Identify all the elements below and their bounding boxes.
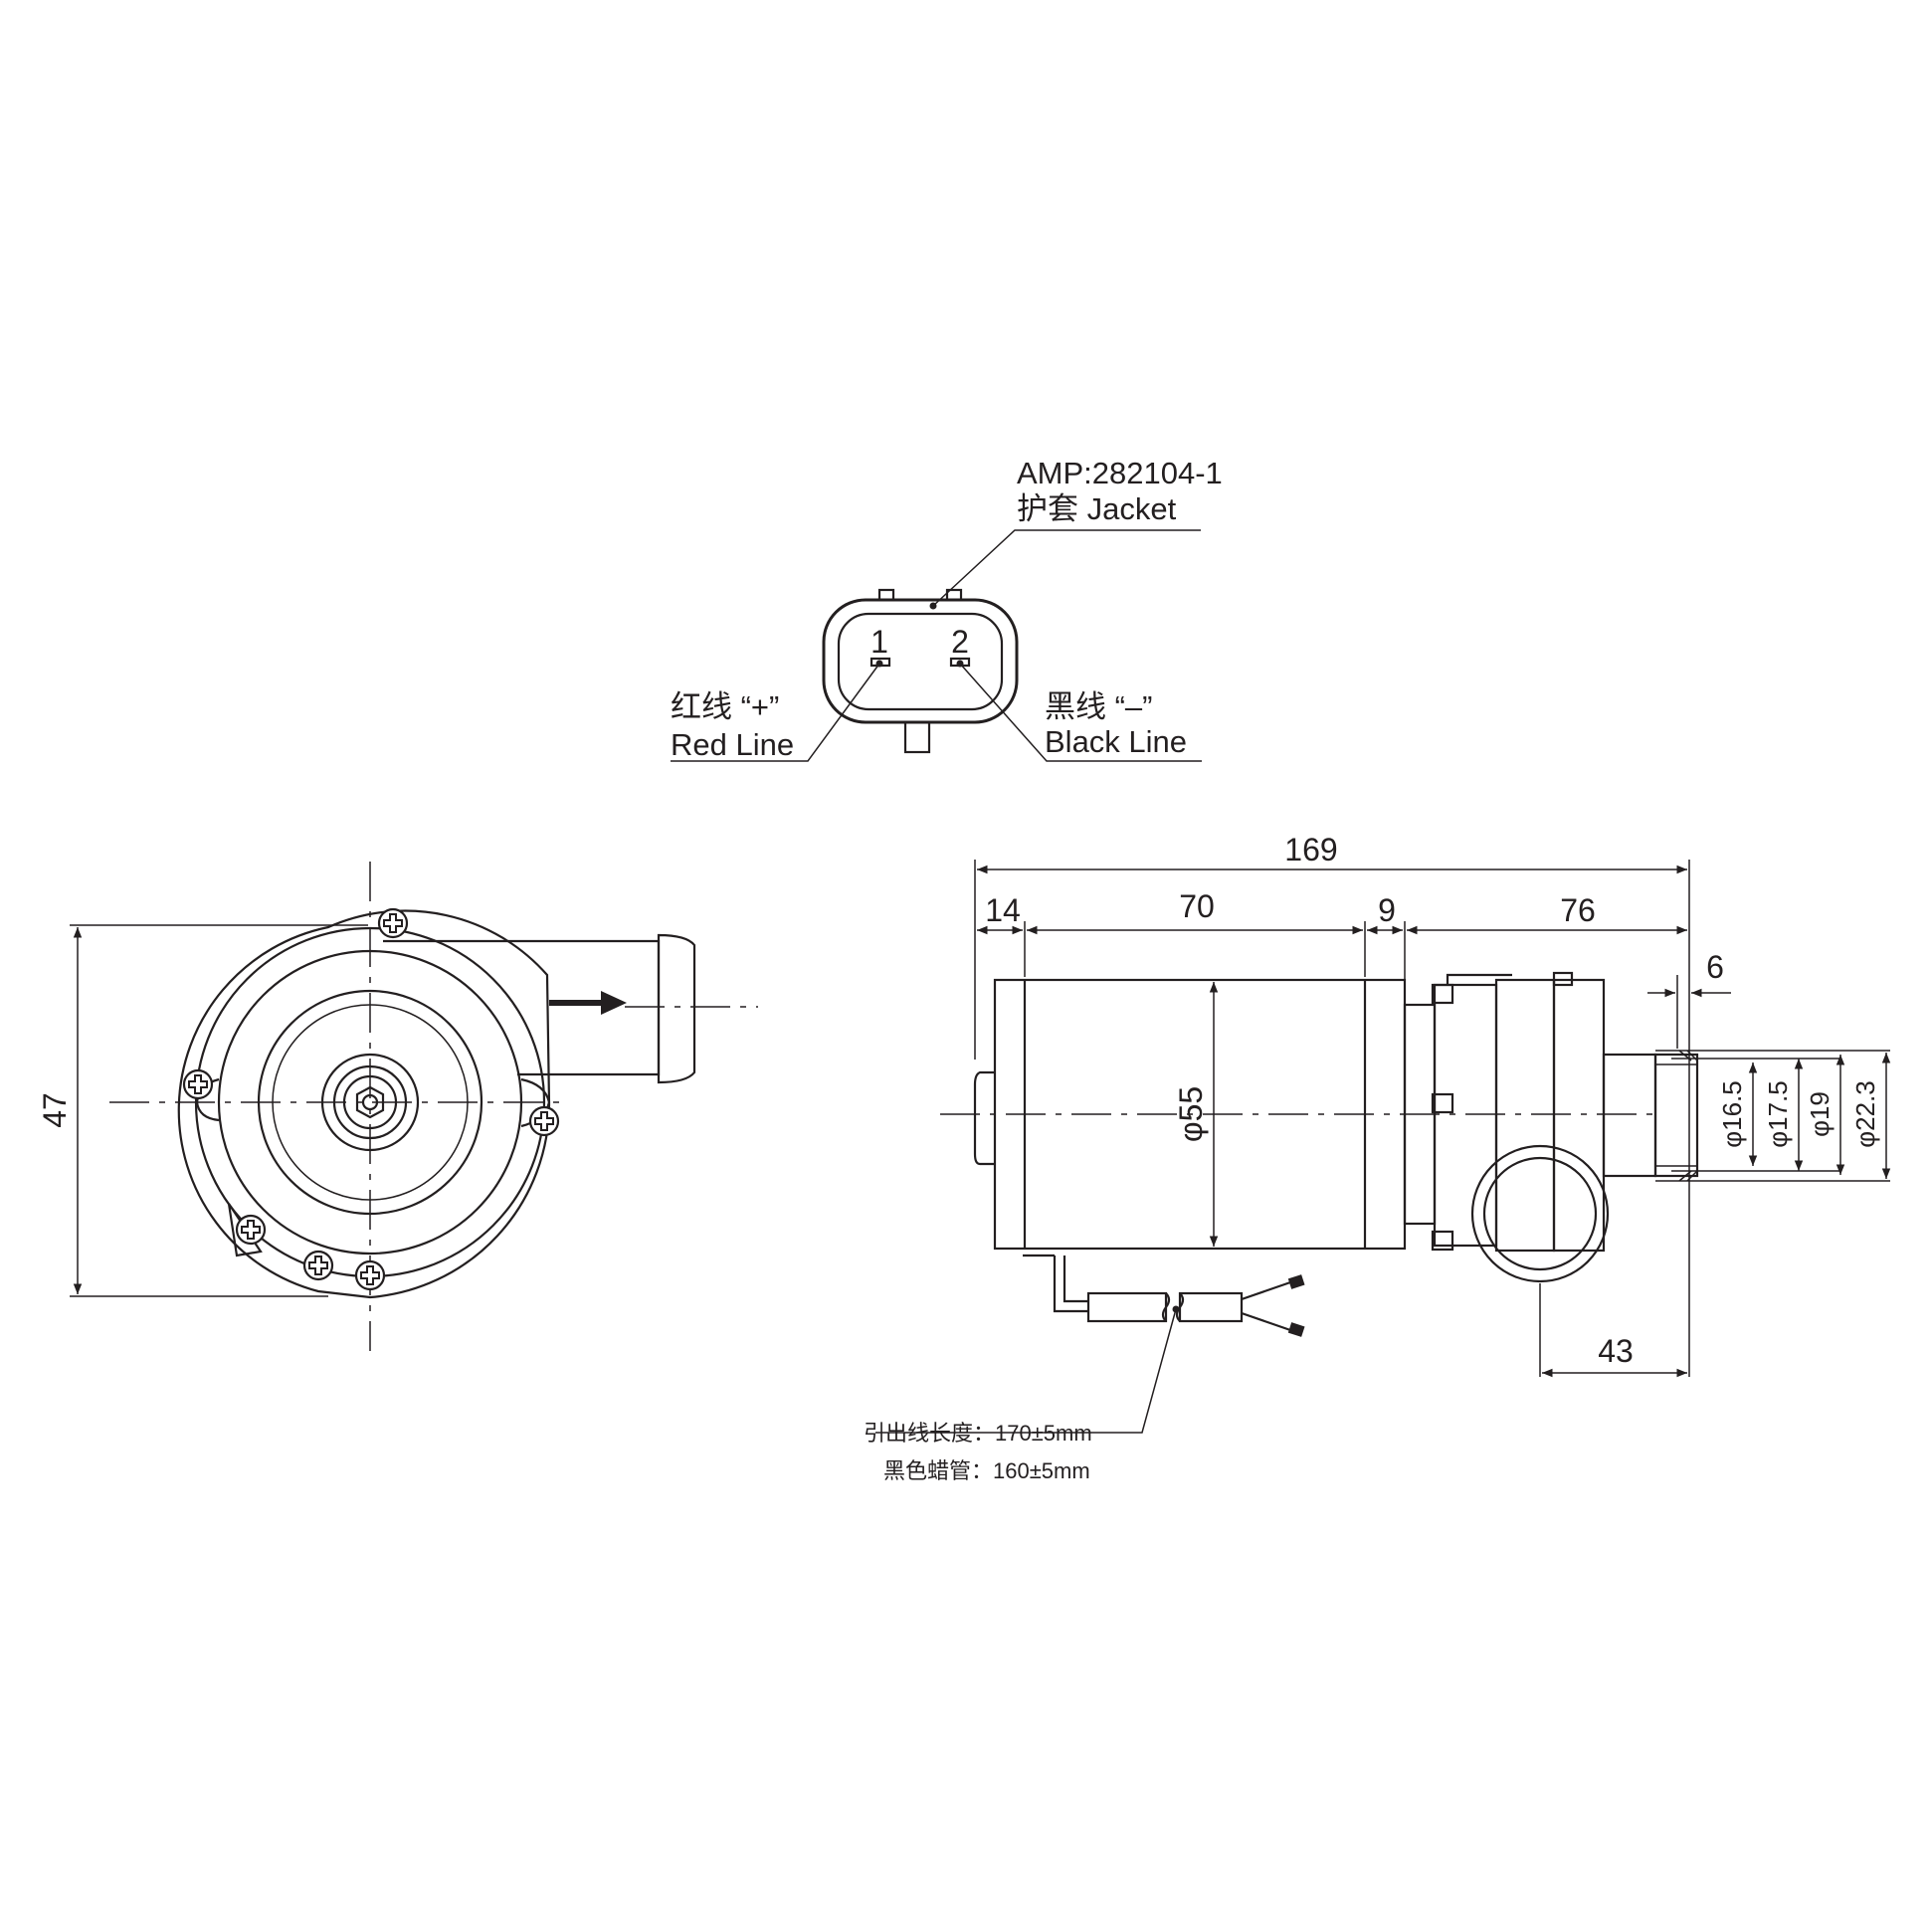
dim-47: 47 [37, 1092, 73, 1128]
screw-icon [302, 1250, 334, 1281]
pump-volute [177, 909, 551, 1299]
dim-6: 6 [1706, 949, 1724, 985]
end-cap-boss [973, 1070, 995, 1166]
inlet-port [1470, 1144, 1610, 1283]
pin-1-label: 1 [870, 624, 888, 660]
black-line-en-label: Black Line [1045, 724, 1187, 759]
sleeve-length-note: 黑色蜡管：160±5mm [883, 1458, 1090, 1483]
dim-9: 9 [1378, 892, 1396, 928]
connector-jacket-inner [837, 612, 1004, 711]
red-line-leader [671, 663, 880, 762]
dim-dia-19: φ19 [1805, 1091, 1835, 1137]
dim-dia-55: φ55 [1173, 1086, 1209, 1142]
jacket-label: 护套 Jacket [1017, 491, 1177, 526]
wire-sleeve [1086, 1291, 1168, 1323]
red-line-cn-label: 红线 “+” [671, 689, 779, 724]
screw-icon [235, 1214, 267, 1246]
screw-icon [528, 1105, 560, 1137]
black-line-leader [959, 663, 1202, 762]
connector-detail: 1 2 AMP:282104-1 护套 Jacket 红线 “+” Red Li… [671, 456, 1223, 762]
dim-76: 76 [1560, 892, 1596, 928]
lead-length-note: 引出线长度：170±5mm [864, 1421, 1092, 1446]
outlet-barb [657, 933, 696, 1084]
pin-2-label: 2 [951, 624, 969, 660]
dim-43: 43 [1598, 1333, 1634, 1369]
black-line-cn-label: 黑线 “–” [1045, 689, 1153, 724]
outlet-pipe-side [1653, 1053, 1699, 1178]
lead-wire-bend [1053, 1256, 1088, 1313]
pump-head [1433, 983, 1498, 1248]
dim-169: 169 [1284, 832, 1337, 868]
shaft-nut [355, 1085, 385, 1119]
screw-icon [377, 907, 409, 939]
dim-14: 14 [985, 892, 1021, 928]
red-line-en-label: Red Line [671, 727, 794, 762]
side-view: 引出线长度：170±5mm 黑色蜡管：160±5mm 169 14 70 9 7… [864, 832, 1891, 1483]
screw-icon [354, 1259, 386, 1291]
dim-dia-22-3: φ22.3 [1850, 1080, 1880, 1147]
dim-dia-16-5: φ16.5 [1717, 1080, 1747, 1147]
flow-direction-arrow-icon [601, 991, 627, 1015]
dim-70: 70 [1179, 888, 1215, 924]
part-number-label: AMP:282104-1 [1017, 456, 1223, 490]
jacket-leader [932, 529, 1201, 607]
connector-latch [903, 720, 931, 754]
wire-note-leader [875, 1308, 1177, 1434]
front-view: 47 [37, 862, 758, 1351]
screw-icon [182, 1068, 214, 1100]
dim-dia-17-5: φ17.5 [1763, 1080, 1793, 1147]
